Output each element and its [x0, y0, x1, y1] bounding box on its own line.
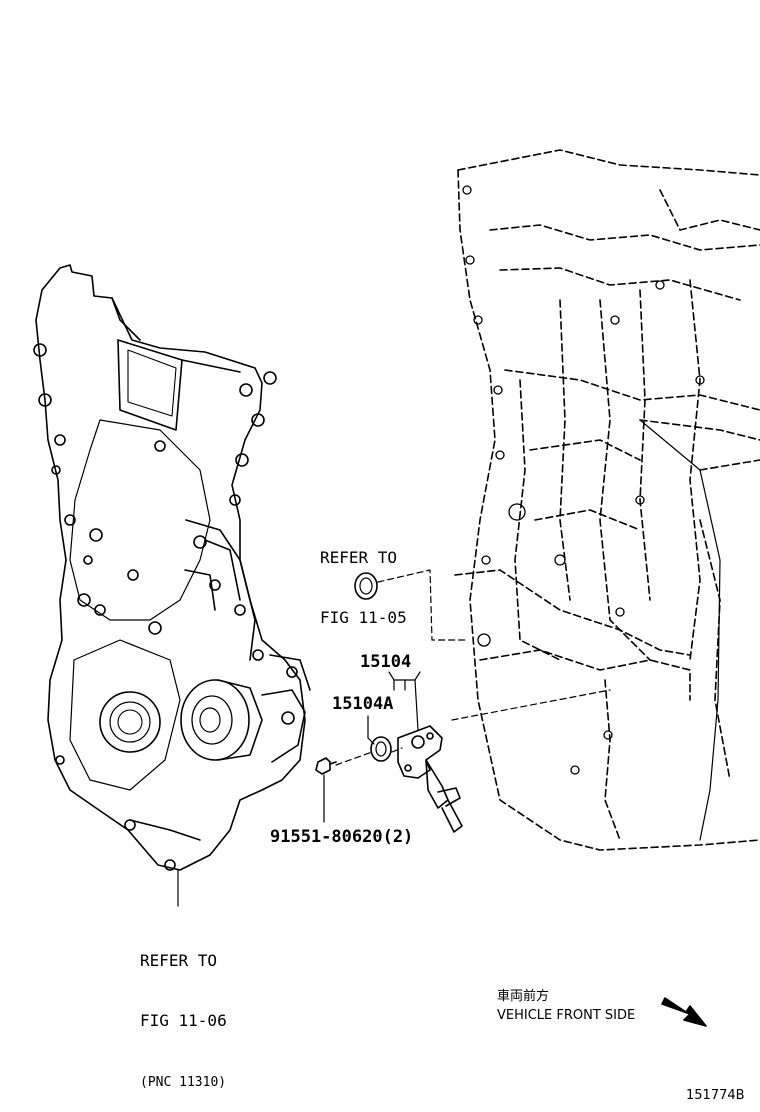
refer-to-label-1106: REFER TO FIG 11-06 (PNC 11310): [140, 911, 227, 1112]
vehicle-front-en: VEHICLE FRONT SIDE: [497, 1008, 636, 1023]
engine-block: [454, 149, 760, 851]
ref-1105-line2: FIG 11-05: [320, 608, 407, 627]
oil-control-valve: [397, 725, 463, 833]
part-number-bolt: 91551-80620(2): [270, 827, 414, 847]
part-number-15104: 15104: [360, 652, 412, 672]
leader-lines-dashed: [335, 569, 611, 766]
part-number-15104a: 15104A: [332, 694, 394, 714]
engine-oil-pan-edge: [639, 419, 721, 841]
ref-1106-line3: (PNC 11310): [140, 1075, 227, 1090]
crankshaft-bore: [99, 691, 161, 753]
ref-1106-line2: FIG 11-06: [140, 1011, 227, 1030]
vehicle-front-jp: 車両前方: [497, 989, 550, 1004]
ref-1106-line1: REFER TO: [140, 951, 218, 970]
timing-chain-cover: [33, 264, 306, 871]
o-ring-15104a: [370, 736, 392, 762]
vehicle-front-arrow-icon: [661, 997, 707, 1027]
refer-to-label: REFER TO FIG 11-05: [320, 508, 407, 668]
o-ring-upper: [354, 572, 378, 600]
figure-id: 151774B: [686, 1088, 745, 1103]
callout-leaders: [177, 671, 421, 907]
ref-1105-line1: REFER TO: [320, 548, 398, 567]
engine-block-bolt-holes: [462, 185, 705, 775]
bolt-91551: [315, 757, 337, 775]
water-pump-pulley: [180, 654, 311, 763]
